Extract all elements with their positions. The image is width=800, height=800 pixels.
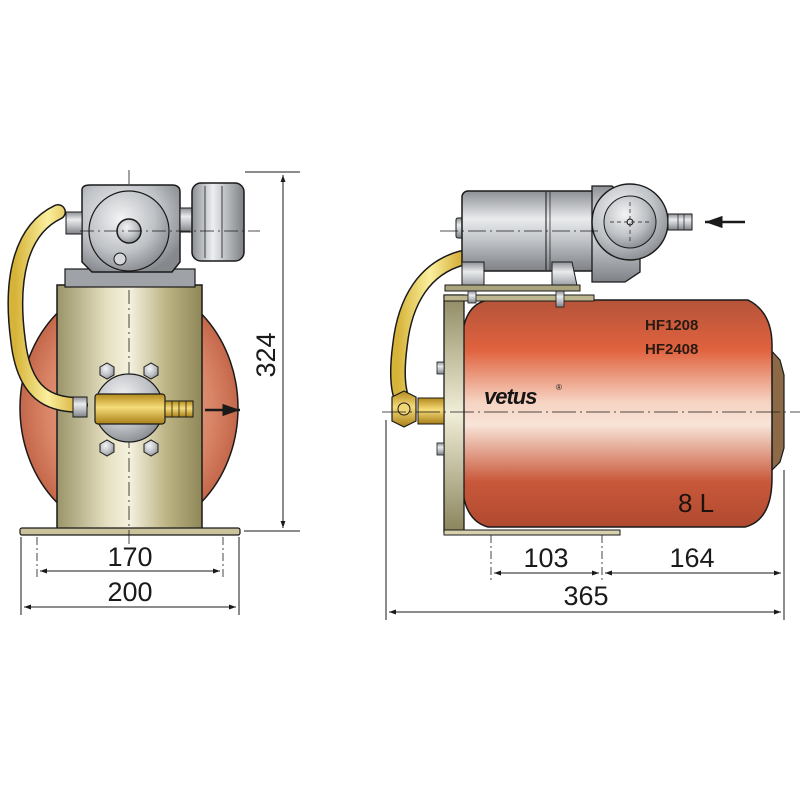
model-label-2: HF2408	[645, 341, 698, 358]
front-view: 324 170 200	[7, 170, 300, 615]
base-plate-front	[19, 527, 241, 536]
dim-total-length-label: 365	[563, 581, 608, 611]
base-plate-side	[443, 529, 621, 536]
dim-tank-extent-label: 164	[669, 543, 714, 573]
model-label-1: HF1208	[645, 317, 698, 334]
hose-side	[391, 251, 469, 412]
inlet-barb	[667, 213, 693, 231]
hose-front	[8, 205, 87, 412]
dim-inner-width-label: 170	[107, 542, 152, 572]
side-view: HF1208 HF2408 vetus ® 8 L	[382, 183, 800, 620]
mounting-bracket	[443, 294, 465, 533]
dim-height-label: 324	[251, 332, 281, 377]
capacity-label: 8 L	[678, 488, 714, 518]
dim-mount-width-label: 103	[523, 543, 568, 573]
check-valve	[94, 393, 166, 425]
brand-mark: ®	[556, 383, 562, 392]
tank-side	[461, 299, 773, 528]
motor-end-front	[191, 182, 245, 262]
dim-outer-width-label: 200	[107, 577, 152, 607]
brand-logo: vetus	[484, 384, 537, 409]
